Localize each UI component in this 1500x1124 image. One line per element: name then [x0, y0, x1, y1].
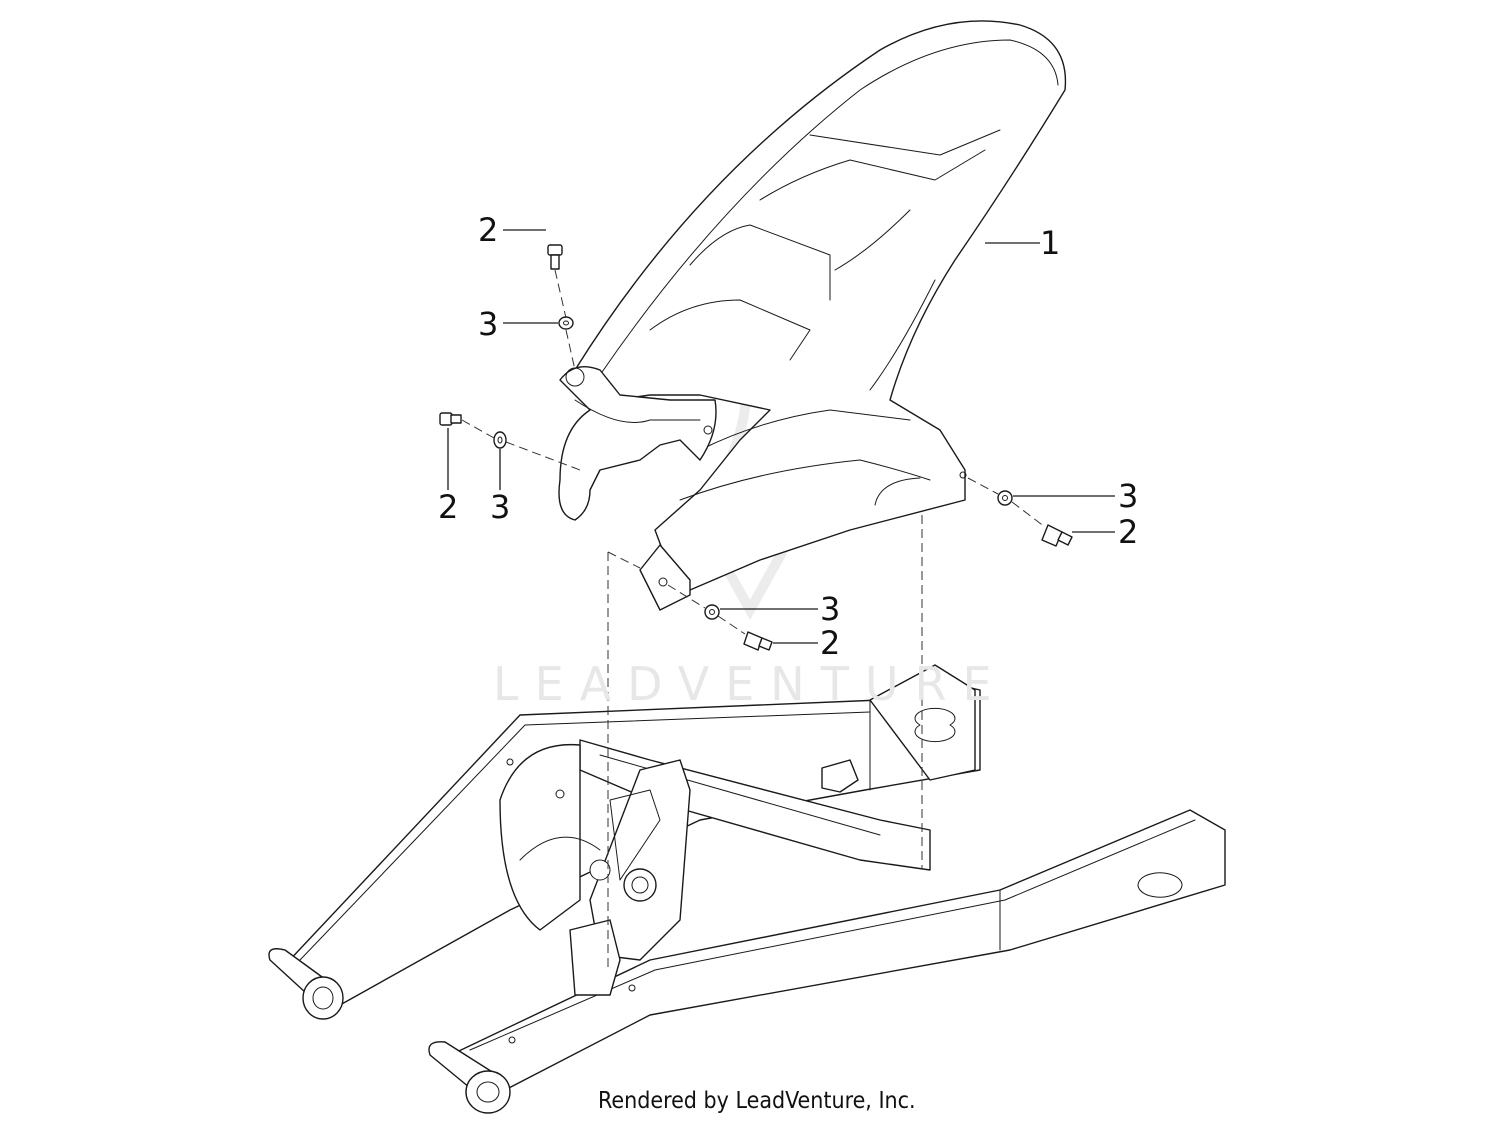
- svg-text:2: 2: [478, 211, 498, 249]
- washer-right: [997, 490, 1013, 506]
- svg-text:2: 2: [1118, 513, 1138, 551]
- svg-text:3: 3: [478, 305, 498, 343]
- callout-1: 1: [985, 224, 1060, 262]
- callout-3-top: 3: [478, 305, 558, 343]
- svg-text:3: 3: [1118, 477, 1138, 515]
- washer-lower: [704, 604, 720, 620]
- watermark-text: LEADVENTURE: [493, 657, 1008, 711]
- svg-text:1: 1: [1040, 224, 1060, 262]
- bolt-left: [439, 412, 462, 426]
- callout-3-left: 3: [490, 449, 510, 526]
- callout-3-lower: 3: [720, 590, 840, 628]
- callout-3-right: 3: [1013, 477, 1138, 515]
- svg-text:3: 3: [490, 488, 510, 526]
- washer-left: [493, 431, 507, 449]
- callout-2-lower: 2: [773, 624, 840, 662]
- callout-2-left: 2: [438, 428, 458, 526]
- callout-2-right: 2: [1072, 513, 1138, 551]
- render-credit: Rendered by LeadVenture, Inc.: [598, 1088, 916, 1114]
- swingarm: [268, 664, 1226, 1114]
- callout-2-top: 2: [478, 211, 546, 249]
- bolt-lower: [743, 631, 773, 651]
- bolt-top-left: [547, 244, 563, 270]
- svg-text:2: 2: [438, 488, 458, 526]
- assembly-lines: [461, 269, 1046, 970]
- washer-top-left: [558, 316, 574, 330]
- rear-fender: [558, 20, 1067, 611]
- bolt-right: [1041, 524, 1073, 547]
- svg-text:2: 2: [820, 624, 840, 662]
- svg-text:3: 3: [820, 590, 840, 628]
